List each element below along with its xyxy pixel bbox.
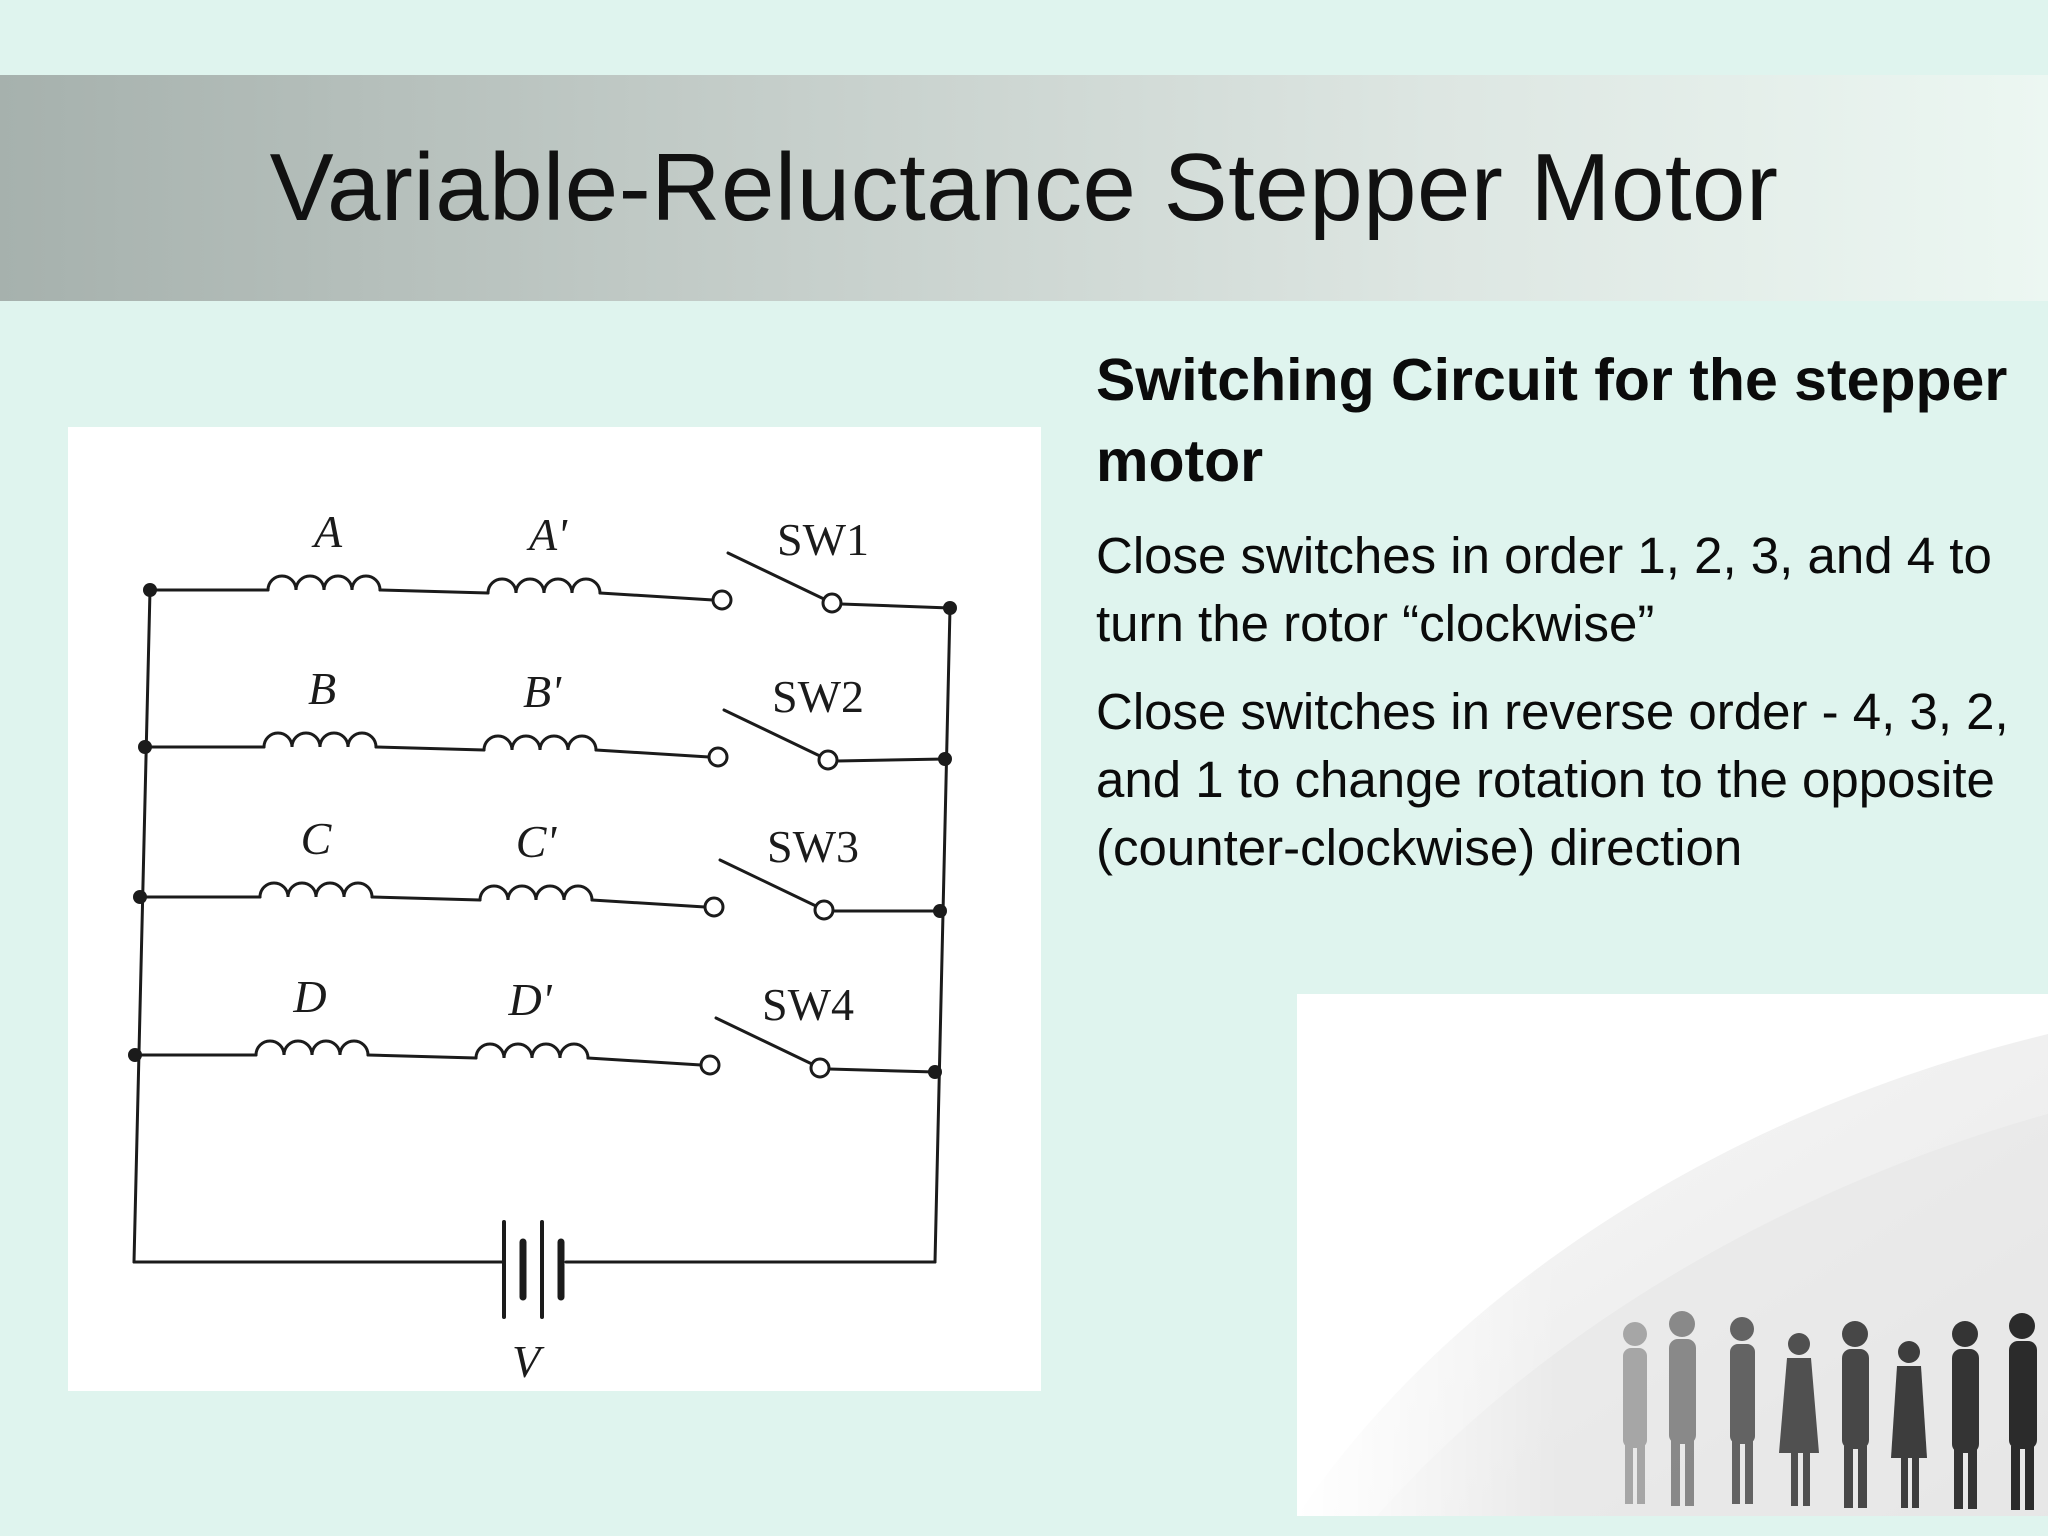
coil-icon <box>486 577 602 595</box>
switch-contact-icon <box>817 749 839 771</box>
coil-icon <box>258 881 374 899</box>
paragraph-clockwise: Close switches in order 1, 2, 3, and 4 t… <box>1096 527 1992 652</box>
coil-icon <box>262 731 378 749</box>
coil-icon <box>266 574 382 592</box>
junction-dot <box>143 583 157 597</box>
right-rail <box>933 606 952 1264</box>
switch-contact-icon <box>809 1057 831 1079</box>
battery-icon <box>502 1220 565 1319</box>
text-column: Switching Circuit for the stepper motor … <box>1096 340 2016 902</box>
switch-blade-icon <box>722 708 824 759</box>
coil-label: A <box>311 506 343 557</box>
switch-contact-icon <box>711 589 733 611</box>
coil-label: D <box>292 971 326 1022</box>
switch-label: SW3 <box>767 821 859 872</box>
junction-dot <box>928 1065 942 1079</box>
coil-icon <box>474 1042 590 1060</box>
coil-icon <box>482 734 598 752</box>
title-band: Variable-Reluctance Stepper Motor <box>0 75 2048 301</box>
switch-blade-icon <box>726 551 828 602</box>
junction-dot <box>943 601 957 615</box>
coil-label: D' <box>507 974 552 1025</box>
circuit-row: A A' SW1 <box>143 506 957 615</box>
junction-dot <box>938 752 952 766</box>
coil-label: C' <box>516 816 558 867</box>
circuit-row: C C' SW3 <box>133 813 947 921</box>
switch-blade-icon <box>718 858 820 909</box>
switch-contact-icon <box>699 1054 721 1076</box>
coil-icon <box>254 1039 370 1057</box>
switch-label: SW4 <box>762 979 854 1030</box>
junction-dot <box>133 890 147 904</box>
switch-contact-icon <box>703 896 725 918</box>
switch-contact-icon <box>813 899 835 921</box>
circuit-row: D D' SW4 <box>128 971 942 1079</box>
junction-dot <box>128 1048 142 1062</box>
switch-contact-icon <box>707 746 729 768</box>
section-heading: Switching Circuit for the stepper motor <box>1096 347 2008 494</box>
junction-dot <box>138 740 152 754</box>
switch-contact-icon <box>821 592 843 614</box>
battery-label: V <box>512 1336 545 1387</box>
left-rail <box>132 588 152 1264</box>
people-image <box>1297 994 2048 1516</box>
switch-label: SW2 <box>772 671 864 722</box>
coil-label: B' <box>523 666 562 717</box>
junction-dot <box>933 904 947 918</box>
slide-title: Variable-Reluctance Stepper Motor <box>269 134 1779 241</box>
paragraph-counterclockwise: Close switches in reverse order - 4, 3, … <box>1096 683 2009 876</box>
switch-label: SW1 <box>777 514 869 565</box>
coil-icon <box>478 884 594 902</box>
coil-label: B <box>308 663 336 714</box>
switch-blade-icon <box>714 1016 816 1067</box>
coil-label: C <box>301 813 333 864</box>
circuit-row: B B' SW2 <box>138 663 952 771</box>
coil-label: A' <box>526 509 568 560</box>
